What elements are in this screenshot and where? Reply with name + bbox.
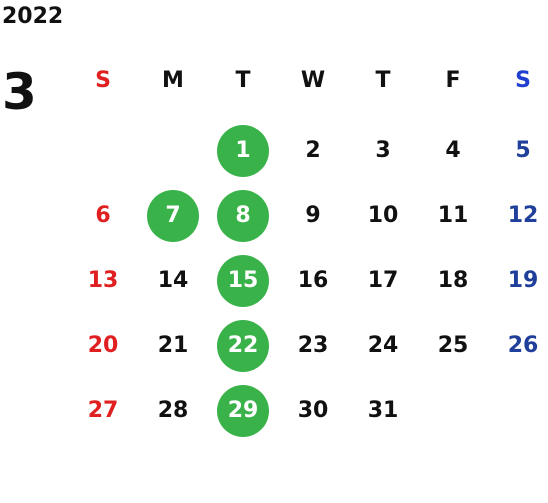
day-number-marked: 29: [217, 384, 269, 437]
day-cell-26[interactable]: 26: [488, 313, 548, 378]
day-number: 10: [367, 203, 399, 228]
day-number: 9: [305, 203, 321, 228]
day-cell-7[interactable]: 7: [138, 183, 208, 248]
day-cell-18[interactable]: 18: [418, 248, 488, 313]
day-number: 2: [305, 138, 321, 163]
day-cell-30[interactable]: 30: [278, 378, 348, 443]
day-cell-28[interactable]: 28: [138, 378, 208, 443]
day-cell-13[interactable]: 13: [68, 248, 138, 313]
day-cell-2[interactable]: 2: [278, 118, 348, 183]
year-label: 2022: [2, 4, 64, 29]
day-number: 4: [445, 138, 461, 163]
day-cell-23[interactable]: 23: [278, 313, 348, 378]
day-number-marked: 7: [147, 189, 199, 242]
day-number: 18: [437, 268, 469, 293]
day-cell-19[interactable]: 19: [488, 248, 548, 313]
day-cell-22[interactable]: 22: [208, 313, 278, 378]
day-cell-12[interactable]: 12: [488, 183, 548, 248]
weekday-header-3: W: [300, 68, 326, 93]
weekday-header-1: M: [162, 68, 184, 93]
day-number-marked: 15: [217, 254, 269, 307]
day-cell-6[interactable]: 6: [68, 183, 138, 248]
day-cell-14[interactable]: 14: [138, 248, 208, 313]
day-cell-25[interactable]: 25: [418, 313, 488, 378]
day-number: 23: [297, 333, 329, 358]
day-cell-4[interactable]: 4: [418, 118, 488, 183]
weekday-header-2: T: [235, 68, 251, 93]
day-number: 25: [437, 333, 469, 358]
day-number: 19: [507, 268, 539, 293]
day-number: 14: [157, 268, 189, 293]
day-number: 5: [515, 138, 531, 163]
weekday-header-5: F: [445, 68, 461, 93]
day-cell-24[interactable]: 24: [348, 313, 418, 378]
day-number: 24: [367, 333, 399, 358]
day-cell-21[interactable]: 21: [138, 313, 208, 378]
day-number: 17: [367, 268, 399, 293]
day-number-marked: 1: [217, 124, 269, 177]
day-number: 13: [87, 268, 119, 293]
day-cell-29[interactable]: 29: [208, 378, 278, 443]
weekday-header-6: S: [515, 68, 531, 93]
day-number: 11: [437, 203, 469, 228]
day-number: 26: [507, 333, 539, 358]
day-number: 20: [87, 333, 119, 358]
day-cell-5[interactable]: 5: [488, 118, 548, 183]
day-number: 16: [297, 268, 329, 293]
day-cell-16[interactable]: 16: [278, 248, 348, 313]
weekday-header-0: S: [95, 68, 111, 93]
day-cell-20[interactable]: 20: [68, 313, 138, 378]
month-number: 3: [2, 63, 37, 121]
day-number: 27: [87, 398, 119, 423]
day-number: 30: [297, 398, 329, 423]
day-number: 21: [157, 333, 189, 358]
day-cell-3[interactable]: 3: [348, 118, 418, 183]
day-number: 6: [95, 203, 111, 228]
day-cell-27[interactable]: 27: [68, 378, 138, 443]
day-cell-11[interactable]: 11: [418, 183, 488, 248]
weekday-header-4: T: [375, 68, 391, 93]
day-cell-15[interactable]: 15: [208, 248, 278, 313]
day-number: 31: [367, 398, 399, 423]
day-cell-10[interactable]: 10: [348, 183, 418, 248]
day-cell-9[interactable]: 9: [278, 183, 348, 248]
day-number-marked: 8: [217, 189, 269, 242]
day-cell-8[interactable]: 8: [208, 183, 278, 248]
day-cell-31[interactable]: 31: [348, 378, 418, 443]
day-cell-17[interactable]: 17: [348, 248, 418, 313]
day-number: 3: [375, 138, 391, 163]
day-number-marked: 22: [217, 319, 269, 372]
day-cell-1[interactable]: 1: [208, 118, 278, 183]
day-number: 12: [507, 203, 539, 228]
day-number: 28: [157, 398, 189, 423]
